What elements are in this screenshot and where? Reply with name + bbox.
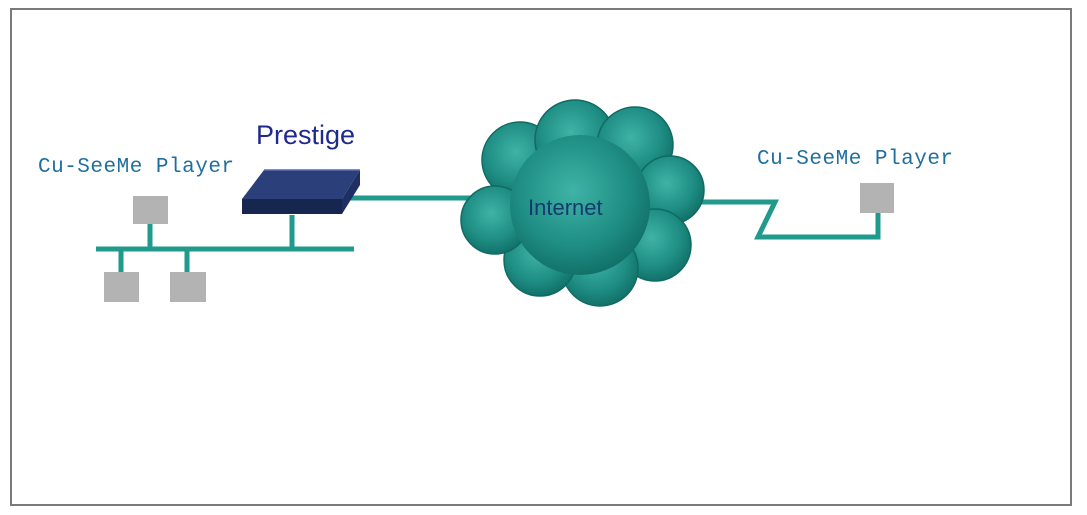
lan-bus	[96, 215, 354, 272]
left-player-label: Cu-SeeMe Player	[38, 156, 235, 179]
cloud-icon	[460, 99, 705, 307]
router-icon	[242, 169, 360, 214]
terminal-icon	[133, 196, 168, 224]
terminal-icon	[170, 272, 206, 302]
router-label: Prestige	[256, 120, 356, 150]
internet-label: Internet	[528, 195, 603, 220]
terminal-icon	[104, 272, 139, 302]
right-player-label: Cu-SeeMe Player	[757, 148, 954, 171]
wan-link	[695, 199, 881, 240]
terminal-icon	[860, 183, 894, 213]
